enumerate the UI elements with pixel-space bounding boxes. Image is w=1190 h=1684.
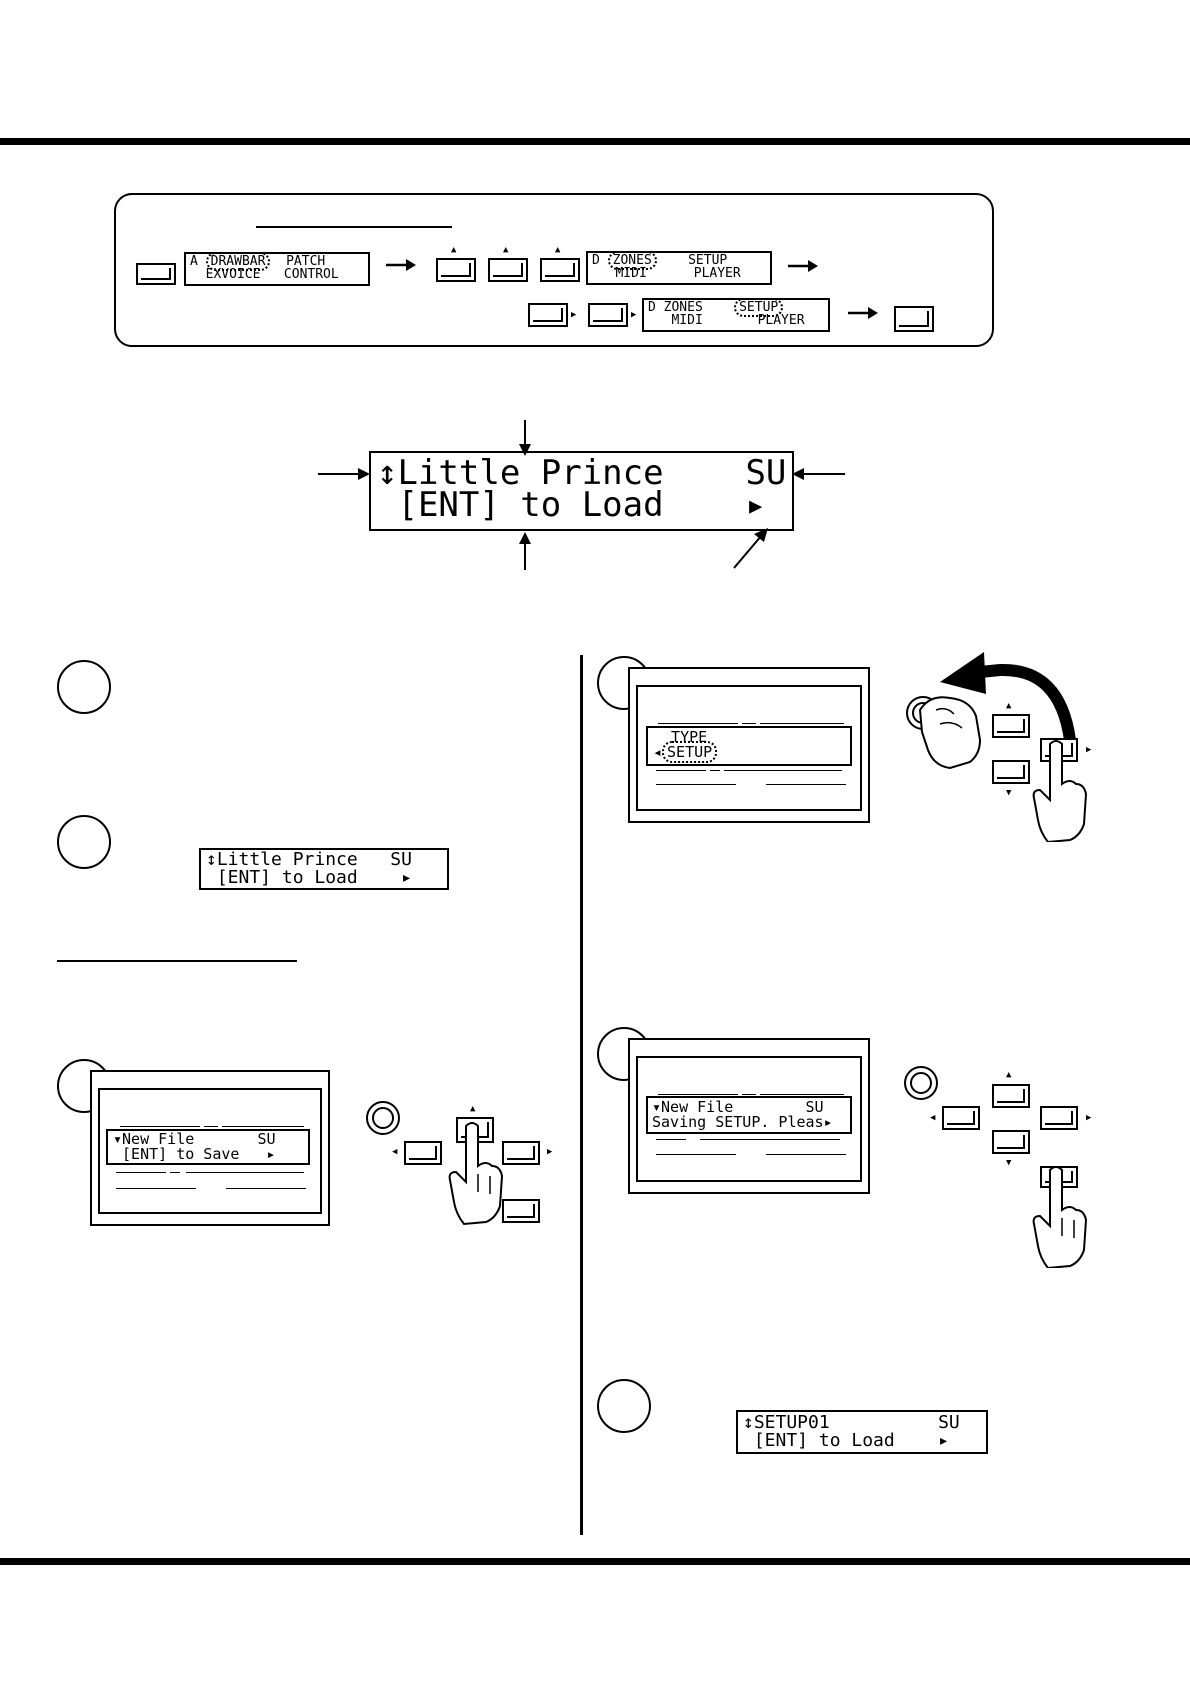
column-divider bbox=[580, 655, 583, 1535]
panel-inner-step-4 bbox=[636, 685, 862, 811]
panel-inner-step-5 bbox=[636, 1056, 862, 1182]
value-dial[interactable] bbox=[904, 1066, 938, 1100]
display-step-5: ▾New File SU Saving SETUP. Pleas▸ bbox=[646, 1096, 852, 1134]
enter-button[interactable] bbox=[894, 306, 934, 332]
function-button-2[interactable] bbox=[488, 258, 528, 282]
triangle-right-icon: ▶ bbox=[1086, 745, 1092, 755]
step-circle-6 bbox=[597, 1379, 651, 1433]
lcd-mode-a: A DRAWBAR PATCH EXVOICE CONTROL bbox=[184, 252, 370, 286]
right-button[interactable] bbox=[502, 1141, 540, 1165]
value-dial[interactable] bbox=[366, 1101, 400, 1135]
mode-button[interactable] bbox=[136, 263, 176, 285]
pointing-hand-icon bbox=[448, 1122, 504, 1226]
right-button[interactable] bbox=[1040, 1106, 1078, 1130]
display-step-2: ↕Little Prince SU [ENT] to Load ▸ bbox=[199, 848, 449, 890]
step-circle-1 bbox=[57, 660, 111, 714]
panel-inner-step-3 bbox=[98, 1088, 322, 1214]
drawbar-highlight: DRAWBAR bbox=[205, 254, 271, 271]
page-button-2[interactable] bbox=[588, 303, 628, 327]
triangle-right-icon: ▶ bbox=[1086, 1113, 1092, 1123]
step-circle-2 bbox=[57, 815, 111, 869]
display-step-6: ↕SETUP01 SU [ENT] to Load ▸ bbox=[736, 1410, 988, 1454]
triangle-up-icon: ▲ bbox=[1006, 1070, 1012, 1080]
display-step-3: ▾New File SU [ENT] to Save ▸ bbox=[106, 1129, 310, 1165]
setup-highlight: SETUP bbox=[734, 300, 784, 317]
pointing-hand-icon bbox=[1032, 1166, 1088, 1268]
grabbing-hand-icon bbox=[918, 696, 982, 770]
display-large: ↕Little Prince SU [ENT] to Load ▸ bbox=[369, 451, 794, 531]
left-button[interactable] bbox=[942, 1106, 980, 1130]
lcd-mode-d2: D ZONES SETUP MIDI PLAYER bbox=[642, 298, 830, 332]
callout-arrows bbox=[318, 420, 845, 570]
triangle-left-icon: ◀ bbox=[392, 1147, 398, 1157]
lcd-mode-d1: D ZONES SETUP MIDI PLAYER bbox=[586, 251, 772, 285]
triangle-up-icon: ▲ bbox=[470, 1104, 476, 1114]
arrow-right-icon bbox=[788, 260, 818, 272]
triangle-right-icon: ▶ bbox=[571, 310, 577, 320]
triangle-left-icon: ◀ bbox=[930, 1113, 936, 1123]
triangle-down-icon: ▼ bbox=[1006, 788, 1012, 798]
left-button[interactable] bbox=[404, 1141, 442, 1165]
triangle-right-icon: ▶ bbox=[631, 310, 637, 320]
section-underline bbox=[57, 960, 297, 962]
function-button-1[interactable] bbox=[436, 258, 476, 282]
down-button[interactable] bbox=[992, 760, 1030, 784]
top-rule bbox=[0, 138, 1190, 145]
bottom-rule bbox=[0, 1558, 1190, 1565]
triangle-up-icon: ▲ bbox=[503, 245, 509, 255]
triangle-down-icon: ▼ bbox=[1006, 1158, 1012, 1168]
up-button[interactable] bbox=[992, 1084, 1030, 1108]
setup-type-highlight: SETUP bbox=[662, 741, 718, 763]
down-button[interactable] bbox=[992, 1130, 1030, 1154]
pointing-hand-icon bbox=[1032, 740, 1088, 842]
zones-highlight: ZONES bbox=[607, 253, 657, 270]
triangle-right-icon: ▶ bbox=[547, 1147, 553, 1157]
heading-underline bbox=[256, 226, 452, 228]
triangle-up-icon: ▲ bbox=[1006, 701, 1012, 711]
arrow-right-icon bbox=[386, 259, 416, 271]
page-button-1[interactable] bbox=[528, 303, 568, 327]
function-button-3[interactable] bbox=[540, 258, 580, 282]
display-step-4: TYPE ◂SETUP bbox=[646, 726, 852, 766]
down-button[interactable] bbox=[502, 1199, 540, 1223]
mode-navigation-box bbox=[114, 193, 994, 347]
up-button[interactable] bbox=[992, 714, 1030, 738]
curved-arrow-icon bbox=[940, 652, 1076, 740]
triangle-up-icon: ▲ bbox=[555, 245, 561, 255]
arrow-right-icon bbox=[848, 307, 878, 319]
triangle-up-icon: ▲ bbox=[451, 245, 457, 255]
